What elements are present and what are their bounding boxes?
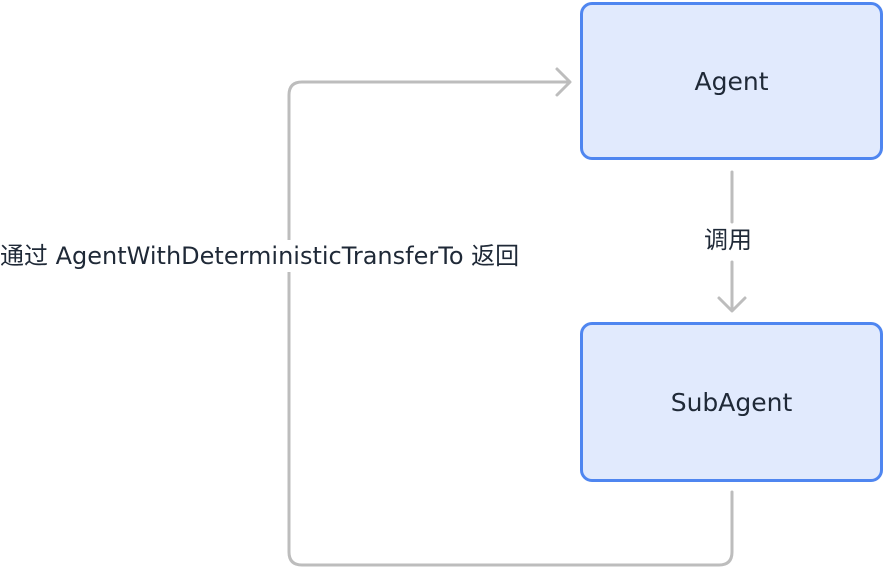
agent-node: Agent (580, 2, 883, 160)
call-edge-label: 调用 (702, 224, 754, 256)
subagent-node-label: SubAgent (670, 387, 793, 417)
agent-node-label: Agent (694, 66, 769, 96)
edge-call (717, 170, 747, 313)
subagent-node: SubAgent (580, 322, 883, 482)
arrowhead-down-icon (717, 296, 747, 313)
return-edge-label: 通过 AgentWithDeterministicTransferTo 返回 (0, 240, 524, 272)
edge-return (287, 67, 734, 567)
arrowhead-right-icon (555, 67, 572, 97)
